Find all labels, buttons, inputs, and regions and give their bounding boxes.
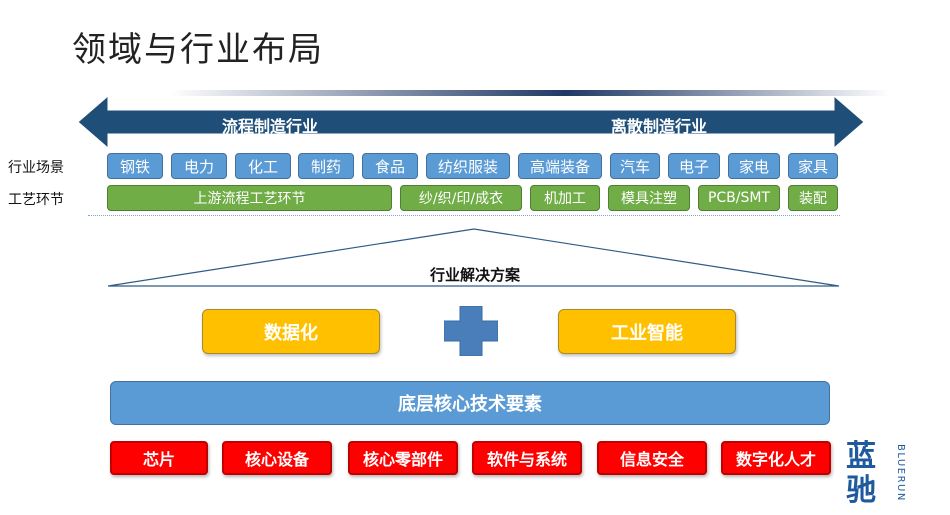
element-security: 信息安全 bbox=[597, 441, 707, 475]
scene-chip-food: 食品 bbox=[362, 153, 418, 179]
element-core-equipment: 核心设备 bbox=[222, 441, 332, 475]
element-chip: 芯片 bbox=[110, 441, 208, 475]
solution-triangle bbox=[108, 228, 840, 287]
row-label-scenes: 行业场景 bbox=[8, 160, 64, 176]
scene-chip-power: 电力 bbox=[171, 153, 227, 179]
scene-chip-auto: 汽车 bbox=[610, 153, 660, 179]
scene-chip-appliance: 家电 bbox=[728, 153, 780, 179]
element-core-parts: 核心零部件 bbox=[348, 441, 458, 475]
separator-line bbox=[88, 215, 840, 216]
process-chip-machining: 机加工 bbox=[530, 185, 600, 211]
scene-chip-furniture: 家具 bbox=[788, 153, 838, 179]
process-chip-molding: 模具注塑 bbox=[608, 185, 690, 211]
scene-chip-electronics: 电子 bbox=[668, 153, 720, 179]
process-chip-upstream: 上游流程工艺环节 bbox=[107, 185, 392, 211]
element-talent: 数字化人才 bbox=[721, 441, 831, 475]
discrete-manufacturing-label: 离散制造行业 bbox=[611, 117, 708, 136]
core-technology-bar: 底层核心技术要素 bbox=[110, 381, 830, 425]
title-underline bbox=[170, 90, 890, 96]
scene-chip-chemical: 化工 bbox=[235, 153, 291, 179]
plus-icon bbox=[444, 306, 498, 356]
bluerun-logo-cn: 蓝 驰 bbox=[846, 440, 892, 508]
solution-title: 行业解决方案 bbox=[429, 266, 520, 284]
process-chip-pcb: PCB/SMT bbox=[698, 185, 780, 211]
bluerun-logo-en: BLUERUN bbox=[895, 444, 906, 502]
scene-chip-textile: 纺织服装 bbox=[426, 153, 510, 179]
element-software: 软件与系统 bbox=[472, 441, 582, 475]
logo-text-en: BLUERUN bbox=[895, 444, 906, 502]
process-chip-textile: 纱/织/印/成衣 bbox=[400, 185, 522, 211]
scene-chip-steel: 钢铁 bbox=[107, 153, 163, 179]
scene-chip-equipment: 高端装备 bbox=[518, 153, 602, 179]
industrial-intelligence-box: 工业智能 bbox=[558, 309, 736, 354]
page-title: 领域与行业布局 bbox=[72, 30, 324, 70]
scene-chip-pharma: 制药 bbox=[298, 153, 354, 179]
double-arrow-banner bbox=[78, 96, 864, 148]
digitalization-box: 数据化 bbox=[202, 309, 380, 354]
row-label-process: 工艺环节 bbox=[8, 192, 64, 208]
process-chip-assembly: 装配 bbox=[788, 185, 838, 211]
process-manufacturing-label: 流程制造行业 bbox=[222, 117, 319, 136]
logo-char-1: 蓝 bbox=[846, 439, 876, 474]
logo-char-2: 驰 bbox=[846, 473, 876, 508]
